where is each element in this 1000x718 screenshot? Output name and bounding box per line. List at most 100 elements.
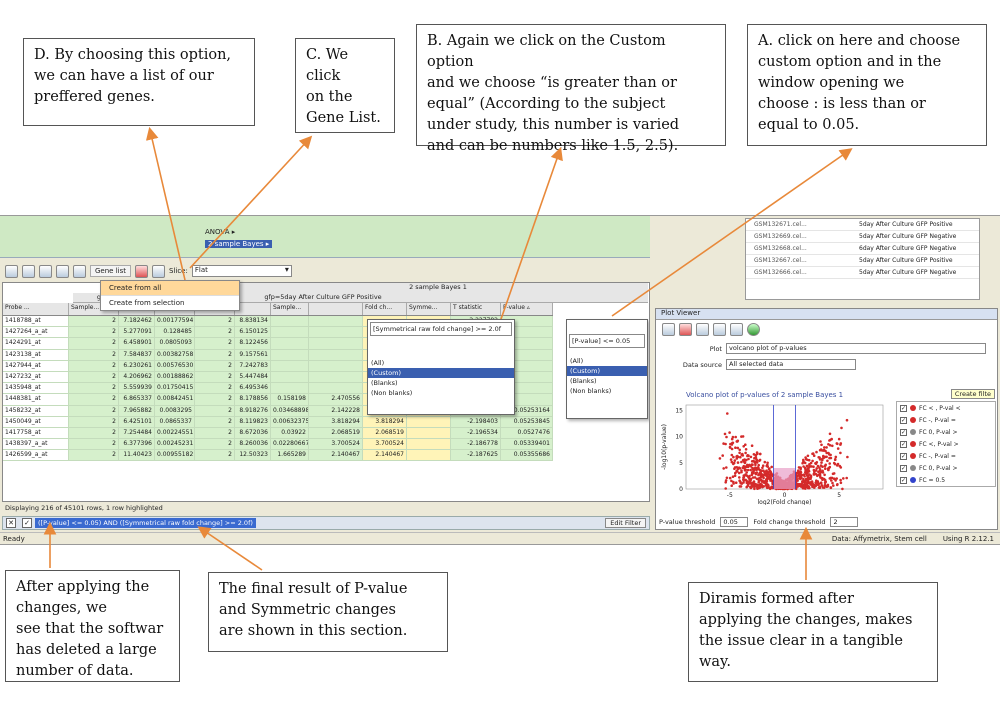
tree-item-2-sample-bayes[interactable]: 2 sample Bayes ▸ — [205, 240, 273, 248]
sample-list-row[interactable]: GSM132668.cel...6day After Culture GFP N… — [746, 243, 979, 255]
legend-checkbox[interactable]: ✓ — [900, 404, 907, 412]
data-point — [811, 452, 815, 455]
copy-icon[interactable] — [56, 264, 69, 278]
data-point — [802, 477, 805, 481]
menu-item-create-from-selection[interactable]: Create from selection — [109, 299, 185, 307]
edit-filter-button[interactable]: Edit Filter — [605, 518, 646, 528]
fc-threshold-input[interactable]: 2 — [830, 517, 859, 527]
table-row[interactable]: 1427232_at24.2069620.0018886225.447484-2… — [3, 371, 553, 384]
data-point — [829, 453, 832, 457]
column-header[interactable]: P-value ▵ — [501, 303, 553, 315]
pvalue-filter-expression[interactable]: [P-value] <= 0.05 — [569, 334, 645, 348]
table-cell — [271, 360, 309, 371]
tree-item-label: 2 sample Bayes ▸ — [205, 240, 273, 248]
filter-option[interactable]: (Non blanks) — [371, 389, 413, 397]
column-header[interactable] — [235, 303, 271, 315]
data-point — [797, 466, 801, 469]
menu-item-create-from-all[interactable]: Create from all — [101, 281, 239, 296]
filter-option[interactable]: (Non blanks) — [570, 387, 612, 395]
legend-checkbox[interactable]: ✓ — [900, 452, 907, 460]
sample-list: GSM132671.cel...5day After Culture GFP P… — [745, 218, 980, 300]
column-header[interactable]: Symme... — [407, 303, 451, 315]
column-header[interactable]: Probe ... — [3, 303, 69, 315]
filter-option[interactable]: (Blanks) — [570, 377, 597, 385]
legend-item[interactable]: ✓FC 0, P-val > — [897, 426, 995, 438]
filter-option[interactable]: (Blanks) — [371, 379, 398, 387]
table-cell: 6.458901 — [119, 338, 155, 349]
table-cell: 0.00576530 — [155, 360, 195, 371]
close-filter-icon[interactable]: ✕ — [6, 518, 16, 528]
legend-checkbox[interactable]: ✓ — [900, 416, 907, 424]
data-point — [752, 460, 755, 463]
legend-item[interactable]: ✓FC = 0.5 — [897, 474, 995, 486]
data-point — [839, 481, 843, 485]
legend-checkbox[interactable]: ✓ — [900, 440, 907, 448]
table-cell: 8.918276 — [235, 405, 271, 416]
refresh-icon[interactable] — [747, 322, 760, 336]
record-icon[interactable] — [679, 322, 692, 336]
palette-icon[interactable] — [730, 322, 743, 336]
legend-item[interactable]: ✓FC 0, P-val > — [897, 462, 995, 474]
table-cell: 1458232_at — [3, 405, 69, 416]
print-icon[interactable] — [39, 264, 52, 278]
sample-list-row[interactable]: GSM132671.cel...5day After Culture GFP P… — [746, 219, 979, 231]
legend-checkbox[interactable]: ✓ — [900, 428, 907, 436]
filter-option[interactable]: (Custom) — [567, 366, 647, 376]
data-point — [753, 487, 756, 491]
data-point — [738, 479, 741, 482]
data-source-field: Data source All selected data — [656, 358, 997, 371]
data-point — [746, 468, 750, 472]
table-cell: 1424291_at — [3, 338, 69, 349]
data-point — [759, 476, 763, 479]
table-cell: 4.206962 — [119, 371, 155, 383]
open-icon[interactable] — [5, 264, 18, 278]
analysis-tree: ANOVA ▸ 2 sample Bayes ▸ — [0, 216, 650, 258]
sample-list-row[interactable]: GSM132667.cel...5day After Culture GFP P… — [746, 255, 979, 267]
filter-option[interactable]: (All) — [371, 359, 385, 367]
plot-type-select[interactable]: volcano plot of p-values — [726, 343, 986, 354]
zoom-icon[interactable] — [713, 322, 726, 336]
legend-item[interactable]: ✓FC -, P-val = — [897, 450, 995, 462]
pointer-icon[interactable] — [662, 322, 675, 336]
column-header[interactable] — [309, 303, 363, 315]
column-header[interactable]: Fold ch... — [363, 303, 407, 315]
sample-list-row[interactable]: GSM132669.cel...5day After Culture GFP N… — [746, 231, 979, 243]
tools-icon[interactable] — [151, 264, 165, 278]
legend-checkbox[interactable]: ✓ — [900, 476, 907, 484]
filter-option[interactable]: (All) — [570, 357, 584, 365]
gene-list-button[interactable]: Gene list — [90, 265, 131, 277]
filter-option[interactable]: (Custom) — [368, 368, 514, 378]
data-source-select[interactable]: All selected data — [726, 359, 856, 370]
table-cell: 1448381_at — [3, 394, 69, 405]
legend-item[interactable]: ✓FC <, P-val > — [897, 438, 995, 450]
column-header[interactable]: Sample... — [271, 303, 309, 315]
sample-list-row[interactable]: GSM132666.cel...5day After Culture GFP N… — [746, 267, 979, 279]
slice-select[interactable]: Flat — [191, 265, 292, 277]
create-filter-button[interactable]: Create filte — [950, 389, 995, 399]
save-icon[interactable] — [22, 264, 35, 278]
pvalue-threshold-input[interactable]: 0.05 — [720, 517, 749, 527]
symmetric-filter-expression[interactable]: [Symmetrical raw fold change] >= 2.0f — [370, 322, 512, 336]
legend-item[interactable]: ✓FC < , P-val < — [897, 402, 995, 414]
column-header[interactable]: T statistic — [451, 303, 501, 315]
filter-icon[interactable] — [134, 264, 148, 278]
legend-swatch — [910, 465, 916, 471]
tree-item-anova[interactable]: ANOVA ▸ — [205, 228, 236, 236]
data-point — [814, 469, 818, 472]
export-icon[interactable] — [73, 264, 86, 278]
save-plot-icon[interactable] — [696, 322, 709, 336]
status-data: Data: Affymetrix, Stem cell — [831, 535, 927, 543]
data-point — [730, 437, 734, 441]
legend-item[interactable]: ✓FC -, P-val = — [897, 414, 995, 426]
legend-checkbox[interactable]: ✓ — [900, 464, 907, 472]
table-toolbar: Gene list Slice: Flat — [5, 262, 645, 280]
filter-enabled-checkbox[interactable]: ✓ — [22, 518, 32, 528]
data-point — [753, 456, 756, 460]
data-point — [845, 476, 848, 480]
